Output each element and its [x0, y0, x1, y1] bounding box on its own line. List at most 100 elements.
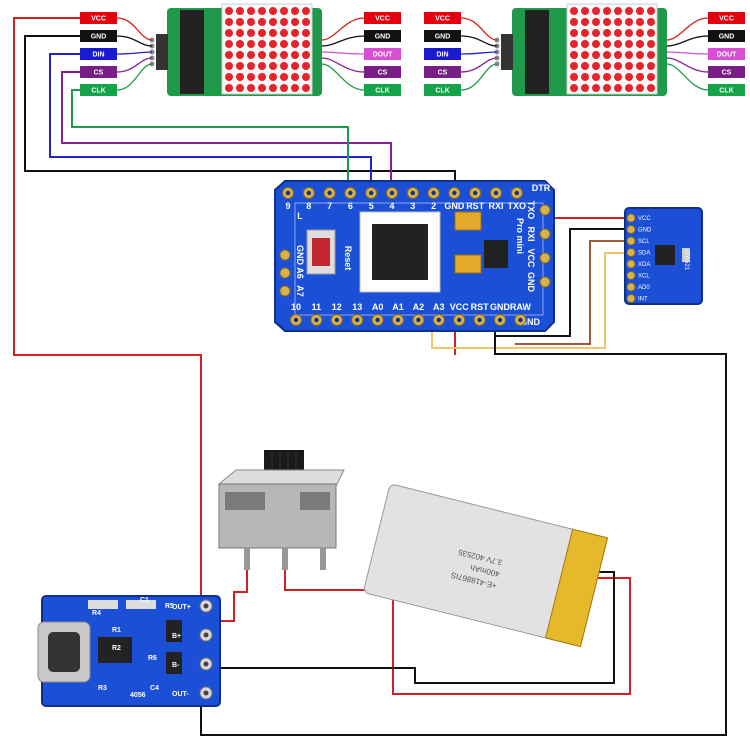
svg-text:CS: CS [438, 69, 448, 76]
pin-label-bottom-11: 11 [312, 302, 322, 312]
wire-battery-to-charger-bminus [208, 571, 615, 684]
charger-ic [98, 637, 132, 663]
tag-left-din: DIN [80, 48, 117, 60]
tag-middle-out-gnd: GND [364, 30, 401, 42]
capacitor-1 [454, 211, 482, 231]
pin-label-top-2: 2 [431, 201, 436, 211]
pin-label-bottom-vcc: VCC [450, 302, 470, 312]
tag-middle-out-vcc: VCC [364, 12, 401, 24]
wire-gnd-left-to-arduino [24, 35, 456, 196]
pin-label-right-txo: TXO [526, 201, 536, 220]
charger-part-c1: C1 [140, 597, 149, 604]
wire-din-left-to-arduino [49, 53, 372, 194]
tag-left-clk: CLK [80, 84, 117, 96]
svg-text:VCC: VCC [719, 15, 734, 22]
wire-clk-left-to-arduino [71, 89, 349, 194]
tag-middle-out-dout: DOUT [364, 48, 401, 60]
charger-part-r6: R6 [148, 655, 157, 662]
charger-part-r2: R2 [112, 645, 121, 652]
pin-label-right-vcc: VCC [526, 248, 536, 268]
model-label: Pro mini [515, 218, 525, 254]
charger-model: 4056 [130, 692, 146, 699]
pin-label-top-txo: TXO [508, 201, 527, 211]
atmega-chip [359, 211, 441, 293]
tag-right-vcc: VCC [708, 12, 745, 24]
wire-charger-to-switch [208, 560, 248, 622]
wire-vcc-left-to-charger [13, 17, 202, 604]
charger-part-r1: R1 [112, 627, 121, 634]
wire-mpu-sda [431, 252, 630, 349]
svg-text:DIN: DIN [436, 51, 448, 58]
charger-pin-label-1: B+ [172, 633, 181, 640]
tag-left-cs: CS [80, 66, 117, 78]
pin-label-bottom-a0: A0 [372, 302, 384, 312]
svg-text:VCC: VCC [91, 15, 106, 22]
pin-right-gnd [539, 276, 551, 288]
tag-right-cs: CS [708, 66, 745, 78]
charger-part-r3: R3 [98, 685, 107, 692]
mpu-pin-label-xda: XDA [638, 262, 650, 268]
svg-text:CLK: CLK [91, 87, 105, 94]
pin-label-bottom-a3: A3 [433, 302, 445, 312]
charger-pin-label-3: OUT- [172, 691, 189, 698]
voltage-regulator [484, 240, 508, 268]
svg-text:DOUT: DOUT [373, 51, 394, 58]
pin-label-right-rxi: RXI [526, 226, 536, 241]
tag-left-gnd: GND [80, 30, 117, 42]
svg-text:CLK: CLK [435, 87, 449, 94]
pin-right-rxi [539, 228, 551, 240]
pin-label-top-6: 6 [348, 201, 353, 211]
reset-label: Reset [343, 246, 353, 271]
mpu-pin-scl [626, 236, 636, 246]
pin-label-bottom-a2: A2 [413, 302, 425, 312]
mpu-pin-gnd [626, 225, 636, 234]
dtr-label: DTR [532, 183, 551, 193]
lipo-battery: 3.7V 402535 400mAh +E-418867IS [363, 484, 609, 648]
pin-label-bottom-raw: RAW [510, 302, 532, 312]
pin-label-left-gnd: GND [295, 245, 305, 266]
wire-mpu-scl [515, 240, 630, 345]
mpu-pin-label-scl: SCL [638, 239, 650, 245]
tag-right-gnd: GND [708, 30, 745, 42]
mpu-pin-vcc [626, 213, 636, 223]
svg-text:GND: GND [91, 33, 107, 40]
mpu-pin-int [626, 294, 636, 303]
pin-label-bottom-13: 13 [352, 302, 362, 312]
tag-middle-in-din: DIN [424, 48, 461, 60]
svg-text:CLK: CLK [719, 87, 733, 94]
charger-pin-label-0: OUT+ [172, 604, 191, 611]
led-matrices [149, 3, 667, 96]
charger-pin-label-2: B- [172, 662, 180, 669]
pin-left-gnd [279, 249, 291, 261]
charger-part-c4: C4 [150, 685, 159, 692]
tag-right-dout: DOUT [708, 48, 745, 60]
pin-label-top-3: 3 [410, 201, 415, 211]
pin-right-txo [539, 204, 551, 216]
pin-label-top-8: 8 [306, 201, 311, 211]
connector-tags: VCC GND DIN CS CLK VCC GND DOUT CS CLK VCC GND DIN CS… [80, 12, 745, 96]
charger-part-r5: R5 [165, 603, 174, 610]
mpu-chip [655, 245, 675, 265]
charger-part-r4: R4 [92, 610, 101, 617]
pin-label-bottom-10: 10 [291, 302, 301, 312]
slide-switch [217, 450, 345, 570]
pin-label-bottom-rst: RST [471, 302, 490, 312]
wire-switch-to-battery [284, 554, 631, 695]
tag-left-vcc: VCC [80, 12, 117, 24]
max7219-chip [525, 10, 549, 94]
pin-label-right-gnd: GND [526, 272, 536, 293]
pin-label-left-a6: A6 [295, 267, 305, 279]
pin-label-top-9: 9 [285, 201, 290, 211]
svg-text:CS: CS [94, 69, 104, 76]
svg-text:CS: CS [722, 69, 732, 76]
mpu-pin-sda [626, 248, 636, 257]
arduino-right-pins: TXO RXI VCC GND [526, 201, 551, 293]
